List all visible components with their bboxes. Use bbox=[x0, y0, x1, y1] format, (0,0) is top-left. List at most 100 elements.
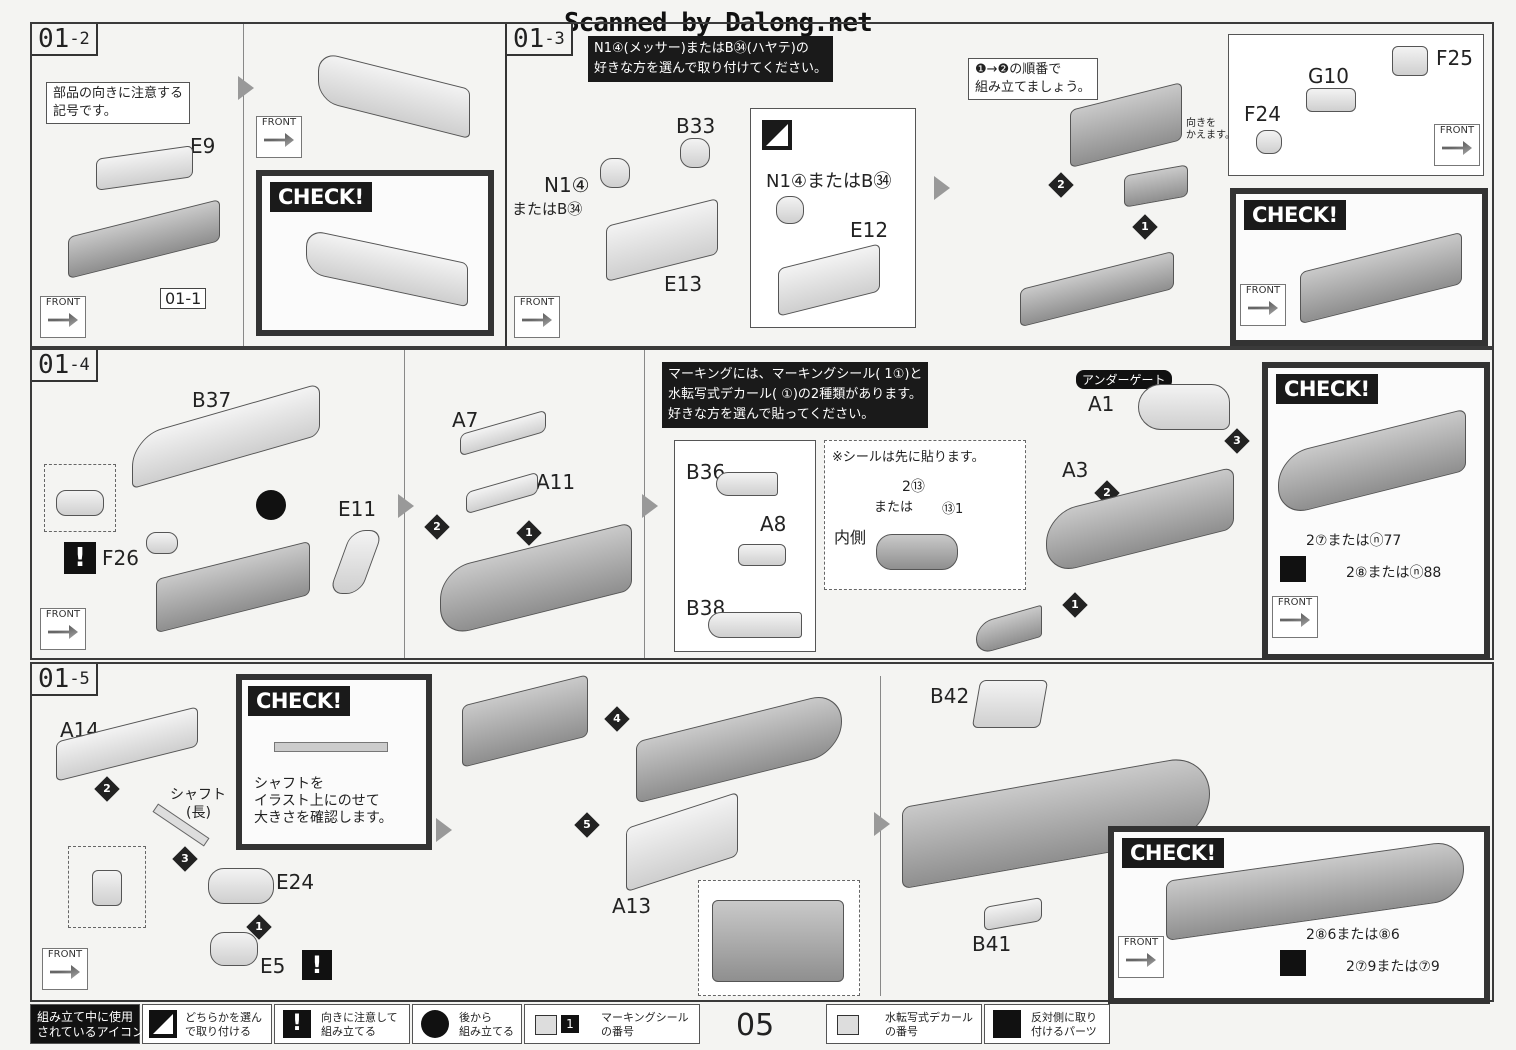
orientation-warning-icon: ! bbox=[283, 1010, 311, 1038]
legend-opposite: 反対側に取り 付けるパーツ bbox=[984, 1004, 1110, 1044]
legend-title-line1: 組み立て中に使用 bbox=[37, 1010, 134, 1024]
step-arrow bbox=[398, 494, 414, 518]
legend-title: 組み立て中に使用 されているアイコン bbox=[30, 1004, 144, 1044]
front-indicator: FRONT bbox=[1118, 936, 1164, 978]
pilot-figure-illustration bbox=[776, 196, 804, 224]
orientation-change-line1: 向きを bbox=[1186, 118, 1216, 129]
pilot-figure-illustration bbox=[600, 158, 630, 188]
intake-illustration bbox=[876, 534, 958, 570]
legend-decal-line2: の番号 bbox=[885, 1025, 918, 1038]
step-arrow bbox=[642, 494, 658, 518]
check-marking-1: 2⑧6または⑧6 bbox=[1306, 927, 1400, 943]
front-indicator: FRONT bbox=[42, 948, 88, 990]
shaft-size-reference bbox=[274, 742, 388, 752]
choose-instruction-line2: 好きな方を選んで取り付けてください。 bbox=[594, 61, 827, 76]
part-label-a3: A3 bbox=[1062, 458, 1089, 482]
seal-first-note: ※シールは先に貼ります。 bbox=[832, 450, 985, 465]
divider bbox=[505, 24, 507, 346]
legend-choose-line1: どちらかを選ん bbox=[185, 1011, 262, 1024]
detail-illustration bbox=[712, 900, 844, 982]
row-1-frame bbox=[30, 22, 1494, 348]
part-label-e5: E5 bbox=[260, 954, 286, 978]
choose-icon bbox=[762, 120, 792, 150]
front-indicator: FRONT bbox=[256, 116, 302, 158]
ref-label-01-1: 01-1 bbox=[160, 288, 207, 309]
opposite-side-icon bbox=[1280, 950, 1306, 976]
orientation-change-line2: かえます。 bbox=[1186, 130, 1235, 141]
part-label-or-b34: またはB㉞ bbox=[512, 200, 583, 218]
part-label-b41: B41 bbox=[972, 932, 1012, 956]
part-label-a8: A8 bbox=[760, 512, 787, 536]
front-indicator: FRONT bbox=[1272, 596, 1318, 638]
order-note-line1: ❶→❷の順番で bbox=[975, 62, 1062, 77]
decal-number-13: ⑬1 bbox=[942, 502, 964, 517]
seal-icon bbox=[535, 1015, 557, 1035]
step-arrow bbox=[874, 812, 890, 836]
part-label-a7: A7 bbox=[452, 408, 479, 432]
part-label-a1: A1 bbox=[1088, 392, 1115, 416]
part-label-n14: N1④ bbox=[544, 173, 590, 197]
marking-line2: 水転写式デカール( ①)の2種類があります。 bbox=[668, 387, 922, 402]
detail-inset bbox=[44, 464, 116, 532]
legend-seal-line2: の番号 bbox=[601, 1025, 634, 1038]
decal-icon bbox=[837, 1015, 859, 1035]
check-marking-2: 2⑦9または⑦9 bbox=[1346, 959, 1440, 975]
part-f25-illustration bbox=[1392, 46, 1428, 76]
inside-label: 内側 bbox=[834, 528, 867, 547]
part-g10-illustration bbox=[1306, 88, 1356, 112]
choose-icon bbox=[149, 1010, 177, 1038]
front-indicator: FRONT bbox=[40, 296, 86, 338]
front-indicator: FRONT bbox=[1240, 284, 1286, 326]
seal-or: または bbox=[874, 500, 914, 515]
legend-decal-line1: 水転写式デカール bbox=[885, 1011, 973, 1024]
part-label-b33: B33 bbox=[676, 114, 716, 138]
step-arrow bbox=[436, 818, 452, 842]
marking-line1: マーキングには、マーキングシール( 1①)と bbox=[668, 367, 923, 382]
order-note-line2: 組み立てましょう。 bbox=[975, 80, 1091, 95]
part-b36-illustration bbox=[716, 472, 778, 496]
opposite-side-icon bbox=[1280, 556, 1306, 582]
front-indicator: FRONT bbox=[514, 296, 560, 338]
part-label-e12: E12 bbox=[850, 218, 889, 242]
check-text-line2: イラスト上にのせて bbox=[254, 793, 380, 809]
legend-choose: どちらかを選ん で取り付ける bbox=[142, 1004, 272, 1044]
later-assembly-icon bbox=[256, 490, 286, 520]
check-tag: CHECK! bbox=[1244, 200, 1346, 230]
part-a8-illustration bbox=[738, 544, 786, 566]
legend-later-line1: 後から bbox=[459, 1011, 492, 1024]
legend-later-line2: 組み立てる bbox=[459, 1025, 514, 1038]
part-label-b37: B37 bbox=[192, 388, 232, 412]
order-note: ❶→❷の順番で 組み立てましょう。 bbox=[968, 58, 1098, 100]
marking-line3: 好きな方を選んで貼ってください。 bbox=[668, 407, 875, 422]
seal-number-2-13: 2⑬ bbox=[902, 479, 925, 495]
detail-illustration bbox=[92, 870, 122, 906]
part-label-g10: G10 bbox=[1308, 64, 1349, 88]
page-number: 05 bbox=[736, 1008, 775, 1043]
check-text-line3: 大きさを確認します。 bbox=[254, 810, 393, 826]
legend-later: 後から 組み立てる bbox=[412, 1004, 522, 1044]
row-3-frame bbox=[30, 662, 1494, 1002]
divider bbox=[880, 676, 881, 996]
part-f24-illustration bbox=[1256, 130, 1282, 154]
part-f26-illustration bbox=[146, 532, 178, 554]
orientation-warning-icon: ! bbox=[302, 950, 332, 980]
legend-title-line2: されているアイコン bbox=[37, 1025, 145, 1039]
check-tag: CHECK! bbox=[1276, 374, 1378, 404]
step-number-01-3: 01-3 bbox=[507, 24, 573, 56]
opposite-side-icon bbox=[993, 1010, 1021, 1038]
part-detail-illustration bbox=[56, 490, 104, 516]
check-tag: CHECK! bbox=[1122, 838, 1224, 868]
legend-opposite-line1: 反対側に取り bbox=[1031, 1011, 1097, 1024]
shaft-label: シャフト bbox=[170, 787, 226, 803]
orientation-change-note: 向きを かえます。 bbox=[1186, 118, 1235, 142]
legend-seal-line1: マーキングシール bbox=[601, 1011, 689, 1024]
pilot-figure-illustration bbox=[680, 138, 710, 168]
divider bbox=[243, 24, 244, 346]
orientation-note: 部品の向きに注意する記号です。 bbox=[46, 82, 190, 124]
legend-opposite-line2: 付けるパーツ bbox=[1031, 1025, 1097, 1038]
row-2-frame bbox=[30, 348, 1494, 660]
part-label-e9: E9 bbox=[190, 134, 216, 158]
step-arrow bbox=[238, 76, 254, 100]
part-label-a11: A11 bbox=[536, 470, 576, 494]
part-e24-illustration bbox=[208, 868, 274, 904]
